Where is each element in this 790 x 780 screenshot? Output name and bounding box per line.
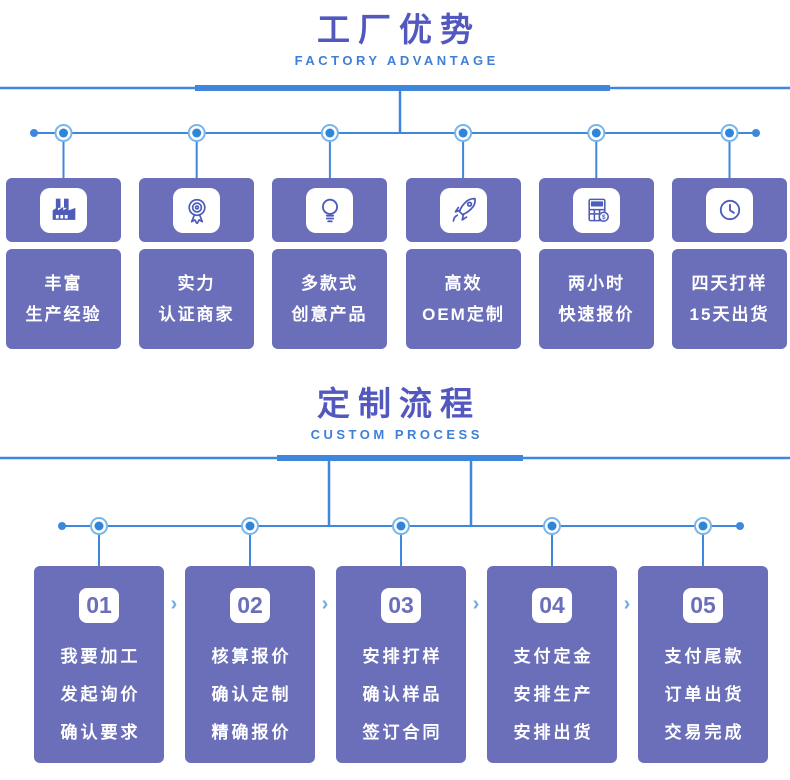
step-text: 支付尾款 订单出货 交易完成 [638,638,768,752]
step-number: 05 [690,592,716,618]
step-arrow-icon: › [472,593,480,615]
advantage-card-oem-custom: 高效 OEM定制 [406,178,521,349]
custom-process-header: 定制流程 CUSTOM PROCESS [0,385,790,443]
advantage-text-card: 高效 OEM定制 [406,249,521,349]
advantage-line: 两小时 [568,274,625,293]
step-line: 发起询价 [60,685,141,704]
icon-box [40,187,87,233]
process-step-card-5: 05 支付尾款 订单出货 交易完成 [638,566,768,763]
step-line: 确认样品 [362,685,443,704]
process-step-card-2: 02 核算报价 确认定制 精确报价 [185,566,315,763]
custom-process-subtitle: CUSTOM PROCESS [310,427,483,442]
advantage-line: 生产经验 [25,305,102,324]
advantage-text-card: 实力 认证商家 [139,249,254,349]
step-arrow-icon: › [321,593,329,615]
advantage-card-certified-merchant: 实力 认证商家 [139,178,254,349]
step-line: 确认定制 [211,685,292,704]
advantage-line: 多款式 [301,274,358,293]
advantage-card-fast-quote: $ 两小时 快速报价 [539,178,654,349]
icon-box [173,187,220,233]
advantage-icon-card: $ [539,178,654,242]
factory-advantage-subtitle: FACTORY ADVANTAGE [294,53,499,68]
advantage-line: 高效 [444,274,483,293]
step-number-badge: 05 [683,588,723,623]
step-line: 安排打样 [362,647,443,666]
step-arrow-icon: › [170,593,178,615]
step-line: 支付定金 [513,647,594,666]
advantage-icon-card [406,178,521,242]
rocket-icon [452,197,476,222]
factory-advantage-header: 工厂优势 FACTORY ADVANTAGE [0,11,790,69]
step-line: 安排出货 [513,723,594,742]
advantage-text-card: 两小时 快速报价 [539,249,654,349]
advantage-icon-card [139,178,254,242]
process-step-card-1: 01 我要加工 发起询价 确认要求 [34,566,164,763]
advantage-text-card: 丰富 生产经验 [6,249,121,349]
step-line: 签订合同 [362,723,443,742]
step-line: 交易完成 [664,723,745,742]
step-number: 02 [237,592,263,618]
factory-advantage-title: 工厂优势 [317,11,481,48]
advantage-icon-card [272,178,387,242]
step-line: 订单出货 [664,685,745,704]
advantage-card-production-experience: 丰富 生产经验 [6,178,121,349]
icon-box [706,187,753,233]
step-text: 我要加工 发起询价 确认要求 [34,638,164,752]
icon-box [306,187,353,233]
advantage-card-creative-products: 多款式 创意产品 [272,178,387,349]
advantage-line: 快速报价 [558,305,635,324]
step-number: 04 [539,592,565,618]
advantage-line: 丰富 [44,274,83,293]
advantage-card-fast-delivery: 四天打样 15天出货 [672,178,787,349]
process-step-card-4: 04 支付定金 安排生产 安排出货 [487,566,617,763]
advantage-line: OEM定制 [422,305,505,324]
step-number-badge: 04 [532,588,572,623]
advantage-text-card: 四天打样 15天出货 [672,249,787,349]
icon-box: $ [573,187,620,233]
advantage-line: 实力 [177,274,216,293]
step-line: 确认要求 [60,723,141,742]
step-number: 03 [388,592,414,618]
step-line: 核算报价 [211,647,292,666]
icon-box [440,187,487,233]
advantage-line: 15天出货 [689,305,770,324]
clock-icon [719,199,740,221]
advantage-line: 认证商家 [158,305,235,324]
step-text: 核算报价 确认定制 精确报价 [185,638,315,752]
step-line: 精确报价 [211,723,292,742]
step-arrow-icon: › [623,593,631,615]
step-number-badge: 02 [230,588,270,623]
step-number-badge: 03 [381,588,421,623]
advantage-line: 四天打样 [691,274,768,293]
step-number: 01 [86,592,112,618]
svg-text:$: $ [601,214,605,221]
step-number-badge: 01 [79,588,119,623]
step-line: 我要加工 [60,647,141,666]
bulb-icon [321,198,338,223]
custom-process-title: 定制流程 [317,385,481,422]
advantage-icon-card [672,178,787,242]
step-text: 支付定金 安排生产 安排出货 [487,638,617,752]
medal-icon [187,198,206,224]
advantage-text-card: 多款式 创意产品 [272,249,387,349]
step-line: 支付尾款 [664,647,745,666]
factory-icon [52,198,75,220]
process-step-card-3: 03 安排打样 确认样品 签订合同 [336,566,466,763]
advantage-icon-card [6,178,121,242]
step-text: 安排打样 确认样品 签订合同 [336,638,466,752]
calculator-icon: $ [587,198,609,222]
step-line: 安排生产 [513,685,594,704]
advantage-line: 创意产品 [291,305,368,324]
